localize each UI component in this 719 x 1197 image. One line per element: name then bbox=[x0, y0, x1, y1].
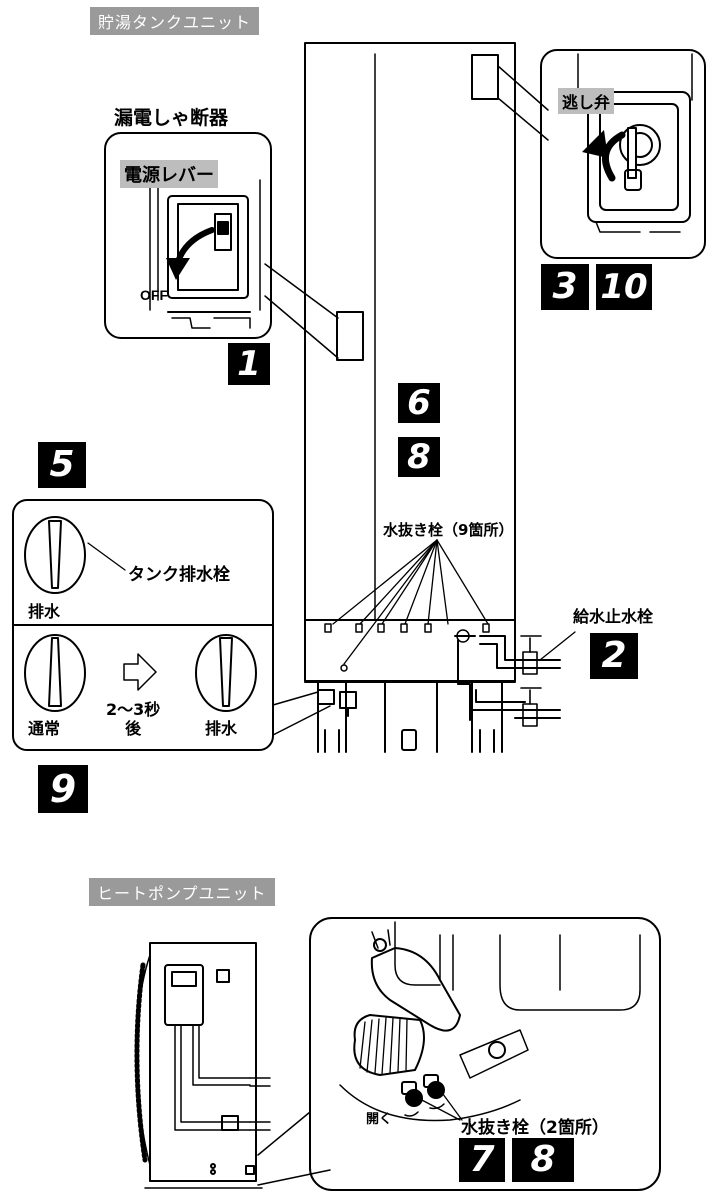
relief-valve-callout bbox=[497, 49, 706, 259]
step-5-badge: 5 bbox=[38, 442, 86, 488]
tank-unit bbox=[304, 42, 561, 753]
section-header-tank-unit: 貯湯タンクユニット bbox=[90, 7, 260, 35]
heat-pump-callout bbox=[309, 917, 661, 1191]
supply-stop-valve-label: 給水止水栓 bbox=[573, 607, 654, 626]
drain-label-2: 排水 bbox=[205, 719, 238, 738]
drain-valve-leaders bbox=[332, 539, 489, 665]
wait-label: 2〜3秒 後 bbox=[106, 700, 161, 738]
step-3-badge: 3 bbox=[541, 264, 589, 310]
open-label: 開く bbox=[366, 1112, 393, 1127]
normal-label: 通常 bbox=[28, 719, 61, 738]
drain-label-1: 排水 bbox=[28, 602, 61, 621]
step-8-badge-tank: 8 bbox=[398, 437, 440, 477]
step-10-badge: 10 bbox=[596, 264, 652, 310]
step-1-badge: 1 bbox=[228, 343, 270, 385]
power-lever-label: 電源レバー bbox=[120, 160, 218, 188]
section-header-heat-pump-unit: ヒートポンプユニット bbox=[89, 878, 275, 906]
heat-pump-unit bbox=[134, 942, 331, 1189]
off-arrow bbox=[175, 227, 215, 265]
step-7-badge: 7 bbox=[459, 1138, 505, 1182]
step-6-badge: 6 bbox=[398, 383, 440, 423]
drain-valves-9-label: 水抜き栓（9箇所） bbox=[383, 521, 514, 539]
breaker-title: 漏電しゃ断器 bbox=[114, 107, 229, 129]
step-2-badge: 2 bbox=[590, 633, 638, 679]
breaker-callout bbox=[104, 132, 339, 359]
tank-drain-plug-label: タンク排水栓 bbox=[128, 565, 230, 585]
step-9-badge: 9 bbox=[38, 765, 88, 813]
drain-valves-2-label: 水抜き栓（2箇所） bbox=[461, 1118, 609, 1138]
relief-valve-label: 逃し弁 bbox=[558, 88, 615, 114]
drain-plug-callout bbox=[12, 499, 331, 751]
step-8-badge-heatpump: 8 bbox=[512, 1138, 574, 1182]
off-label: OFF bbox=[140, 287, 168, 303]
